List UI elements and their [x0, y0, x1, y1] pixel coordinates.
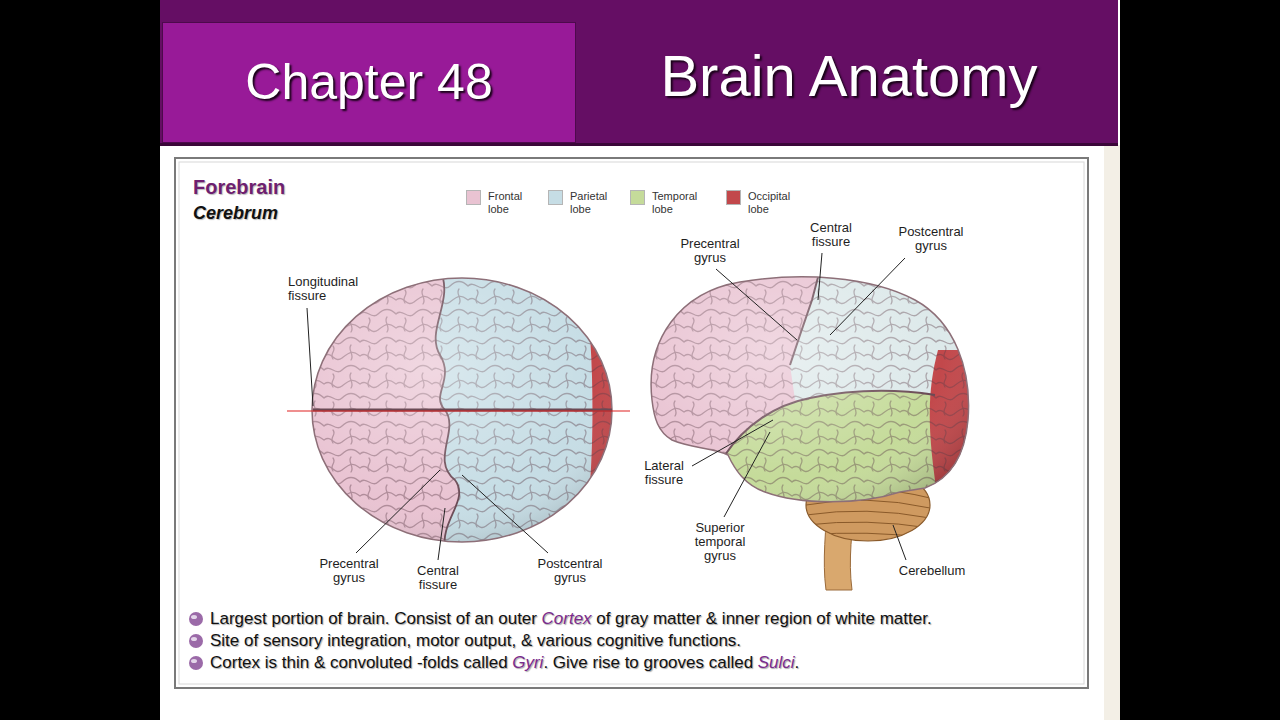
- legend-swatch: [630, 190, 645, 205]
- section-heading: Forebrain: [193, 176, 433, 199]
- brain-top-view: [287, 270, 630, 550]
- shading: [640, 260, 980, 520]
- gyri-texture: [300, 270, 630, 550]
- bullet-point: Cortex is thin & convoluted -folds calle…: [210, 653, 799, 673]
- label-holder: Cerebellum: [892, 564, 972, 578]
- part-label: Superior temporal gyrus: [688, 521, 752, 563]
- header-rule: [160, 143, 1118, 146]
- key-term: Gyri: [512, 653, 543, 673]
- legend-entry: Frontal lobe: [466, 190, 536, 216]
- label-holder: Precentral gyrus: [674, 237, 746, 265]
- shading: [300, 270, 630, 550]
- bullet-text: of gray matter & inner region of white m…: [596, 609, 931, 629]
- bullet-text: Site of sensory integration, motor outpu…: [210, 631, 741, 651]
- label-holder: Postcentral gyrus: [891, 225, 971, 253]
- bullet-point: Site of sensory integration, motor outpu…: [210, 631, 741, 651]
- gyri-texture: [640, 260, 980, 520]
- label-holder: Lateral fissure: [637, 459, 691, 487]
- part-label: Central fissure: [804, 221, 858, 249]
- legend-entry: Occipital lobe: [726, 190, 796, 216]
- legend-label: Occipital lobe: [748, 190, 796, 216]
- slide-ground: [160, 0, 1120, 720]
- part-label: Central fissure: [410, 564, 466, 592]
- label-holder: Forebrain: [193, 176, 433, 199]
- figure-panel: [175, 158, 1088, 688]
- bullet-text: . Give rise to grooves called: [543, 653, 753, 673]
- part-label: Longitudinal fissure: [288, 275, 376, 303]
- label-holder: Central fissure: [804, 221, 858, 249]
- leader-lines: [307, 253, 906, 560]
- label-holder: Longitudinal fissure: [288, 275, 376, 303]
- label-holder: Cerebrum: [193, 203, 433, 224]
- legend-entry: Temporal lobe: [630, 190, 700, 216]
- frontal-lobe: [640, 260, 980, 520]
- legend-entry: Parietal lobe: [548, 190, 618, 216]
- legend-swatch: [548, 190, 563, 205]
- chapter-box: Chapter 48: [162, 22, 576, 143]
- bullet-text: Cortex is thin & convoluted -folds calle…: [210, 653, 508, 673]
- legend-swatch: [726, 190, 741, 205]
- key-term: Cortex: [542, 609, 592, 629]
- title-area: Brain Anatomy: [580, 44, 1118, 108]
- pen-mark: [287, 410, 630, 411]
- section-subheading: Cerebrum: [193, 203, 433, 224]
- legend-label: Temporal lobe: [652, 190, 700, 216]
- part-label: Postcentral gyrus: [891, 225, 971, 253]
- header-band: [160, 0, 1118, 145]
- frontal-lobe: [300, 270, 630, 550]
- label-holder: Precentral gyrus: [313, 557, 385, 585]
- label-holder: Postcentral gyrus: [530, 557, 610, 585]
- legend-swatch: [466, 190, 481, 205]
- part-label: Cerebellum: [892, 564, 972, 578]
- bullet-icons: [189, 612, 203, 670]
- key-term: Sulci: [758, 653, 795, 673]
- bullet-text: Largest portion of brain. Consist of an …: [210, 609, 537, 629]
- chapter-label: Chapter 48: [245, 54, 492, 112]
- label-holder: Central fissure: [410, 564, 466, 592]
- brain-side-view: [640, 250, 1000, 590]
- legend-label: Parietal lobe: [570, 190, 618, 216]
- cerebrum-outline: [651, 277, 968, 502]
- part-label: Lateral fissure: [637, 459, 691, 487]
- bullet-text: .: [795, 653, 800, 673]
- label-holder: Superior temporal gyrus: [688, 521, 752, 563]
- slide-title: Brain Anatomy: [580, 44, 1118, 108]
- bullet-point: Largest portion of brain. Consist of an …: [210, 609, 932, 629]
- brain-outline: [312, 278, 612, 542]
- legend-label: Frontal lobe: [488, 190, 536, 216]
- part-label: Precentral gyrus: [313, 557, 385, 585]
- part-label: Postcentral gyrus: [530, 557, 610, 585]
- part-label: Precentral gyrus: [674, 237, 746, 265]
- slide-edge: [1104, 145, 1120, 720]
- panel-inner-rule: [179, 162, 1084, 684]
